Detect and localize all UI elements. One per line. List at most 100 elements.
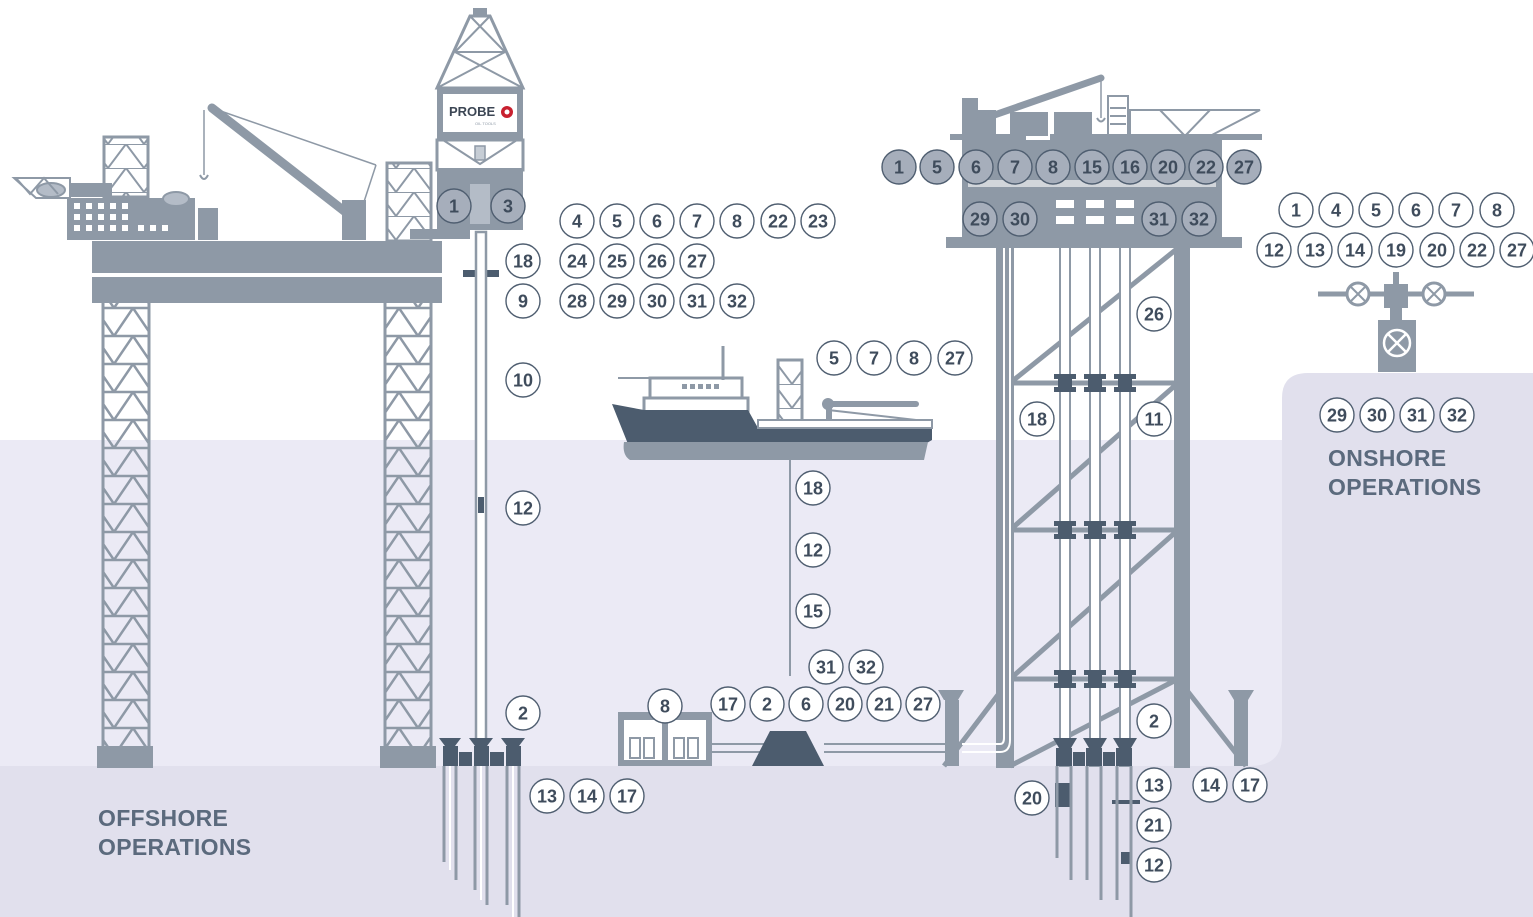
badge-number: 6 — [801, 695, 811, 715]
badge-number: 26 — [647, 252, 667, 272]
badge-6: 6 — [958, 149, 994, 185]
badge-number: 27 — [1507, 241, 1527, 261]
badge-number: 4 — [1331, 201, 1341, 221]
badge-number: 11 — [1144, 410, 1163, 430]
badge-number: 18 — [803, 479, 823, 499]
badge-number: 17 — [617, 787, 637, 807]
offshore-operations-label: OFFSHORE OPERATIONS — [98, 804, 251, 862]
badge-29: 29 — [599, 283, 635, 319]
badge-number: 8 — [909, 349, 919, 369]
badge-number: 19 — [1386, 241, 1406, 261]
badge-5: 5 — [816, 340, 852, 376]
badge-number: 6 — [652, 212, 662, 232]
badge-8: 8 — [1035, 149, 1071, 185]
badge-27: 27 — [1226, 149, 1262, 185]
badge-16: 16 — [1112, 149, 1148, 185]
badge-12: 12 — [795, 532, 831, 568]
badge-number: 16 — [1120, 158, 1140, 178]
badge-21: 21 — [1136, 807, 1172, 843]
badge-number: 27 — [945, 349, 965, 369]
badge-number: 9 — [518, 292, 528, 312]
badge-6: 6 — [788, 686, 824, 722]
badge-number: 17 — [718, 695, 738, 715]
badge-26: 26 — [1136, 296, 1172, 332]
badge-20: 20 — [827, 686, 863, 722]
badge-number: 7 — [692, 212, 702, 232]
probe-logo-mark — [501, 106, 513, 118]
badge-number: 6 — [1411, 201, 1421, 221]
badge-30: 30 — [639, 283, 675, 319]
badge-27: 27 — [679, 243, 715, 279]
badge-1: 1 — [436, 188, 472, 224]
supply-vessel — [612, 346, 933, 676]
badge-31: 31 — [679, 283, 715, 319]
badge-22: 22 — [1459, 232, 1495, 268]
badge-number: 31 — [816, 658, 836, 678]
badge-18: 18 — [1019, 401, 1055, 437]
badge-20: 20 — [1150, 149, 1186, 185]
badge-17: 17 — [1232, 767, 1268, 803]
badge-5: 5 — [1358, 192, 1394, 228]
badge-23: 23 — [800, 203, 836, 239]
badge-number: 30 — [1367, 406, 1387, 426]
badge-number: 13 — [1305, 241, 1325, 261]
badge-number: 20 — [1158, 158, 1178, 178]
badge-number: 22 — [768, 212, 788, 232]
badge-number: 5 — [1371, 201, 1381, 221]
badge-22: 22 — [760, 203, 796, 239]
badge-9: 9 — [505, 283, 541, 319]
badge-30: 30 — [1359, 397, 1395, 433]
badge-number: 15 — [1082, 158, 1102, 178]
badge-32: 32 — [719, 283, 755, 319]
badge-number: 21 — [874, 695, 894, 715]
badge-number: 20 — [1427, 241, 1447, 261]
badge-number: 26 — [1144, 305, 1164, 325]
badge-8: 8 — [1479, 192, 1515, 228]
badge-31: 31 — [1141, 201, 1177, 237]
badge-number: 29 — [970, 210, 990, 230]
badge-number: 12 — [1264, 241, 1284, 261]
left-wellheads — [439, 738, 525, 917]
badge-number: 32 — [727, 292, 747, 312]
badge-7: 7 — [1438, 192, 1474, 228]
badge-number: 29 — [607, 292, 627, 312]
badge-number: 32 — [1189, 210, 1209, 230]
badge-22: 22 — [1188, 149, 1224, 185]
badge-number: 18 — [513, 252, 533, 272]
badge-13: 13 — [529, 778, 565, 814]
badge-number: 8 — [732, 212, 742, 232]
badge-19: 19 — [1378, 232, 1414, 268]
badge-12: 12 — [1136, 847, 1172, 883]
badge-number: 7 — [1451, 201, 1461, 221]
badge-28: 28 — [559, 283, 595, 319]
badge-14: 14 — [1337, 232, 1373, 268]
badge-number: 7 — [1010, 158, 1020, 178]
badge-number: 2 — [1149, 712, 1159, 732]
subsea-equipment — [618, 712, 950, 766]
badge-number: 8 — [1048, 158, 1058, 178]
badge-number: 24 — [567, 252, 587, 272]
badge-number: 27 — [913, 695, 933, 715]
probe-logo-subtext: OIL TOOLS — [475, 121, 496, 126]
badge-number: 22 — [1467, 241, 1487, 261]
badge-number: 12 — [513, 499, 533, 519]
badge-4: 4 — [1318, 192, 1354, 228]
badge-15: 15 — [795, 593, 831, 629]
onshore-label-line1: ONSHORE — [1328, 445, 1447, 471]
badge-number: 5 — [829, 349, 839, 369]
badge-32: 32 — [1439, 397, 1475, 433]
badge-18: 18 — [795, 470, 831, 506]
badge-6: 6 — [1398, 192, 1434, 228]
badge-number: 15 — [803, 602, 823, 622]
badge-number: 23 — [808, 212, 828, 232]
badge-25: 25 — [599, 243, 635, 279]
badge-number: 12 — [803, 541, 823, 561]
badge-number: 30 — [1010, 210, 1030, 230]
badge-17: 17 — [710, 686, 746, 722]
onshore-label-line2: OPERATIONS — [1328, 474, 1482, 500]
badge-20: 20 — [1419, 232, 1455, 268]
badge-number: 25 — [607, 252, 627, 272]
badge-number: 14 — [577, 787, 597, 807]
badge-number: 22 — [1196, 158, 1216, 178]
